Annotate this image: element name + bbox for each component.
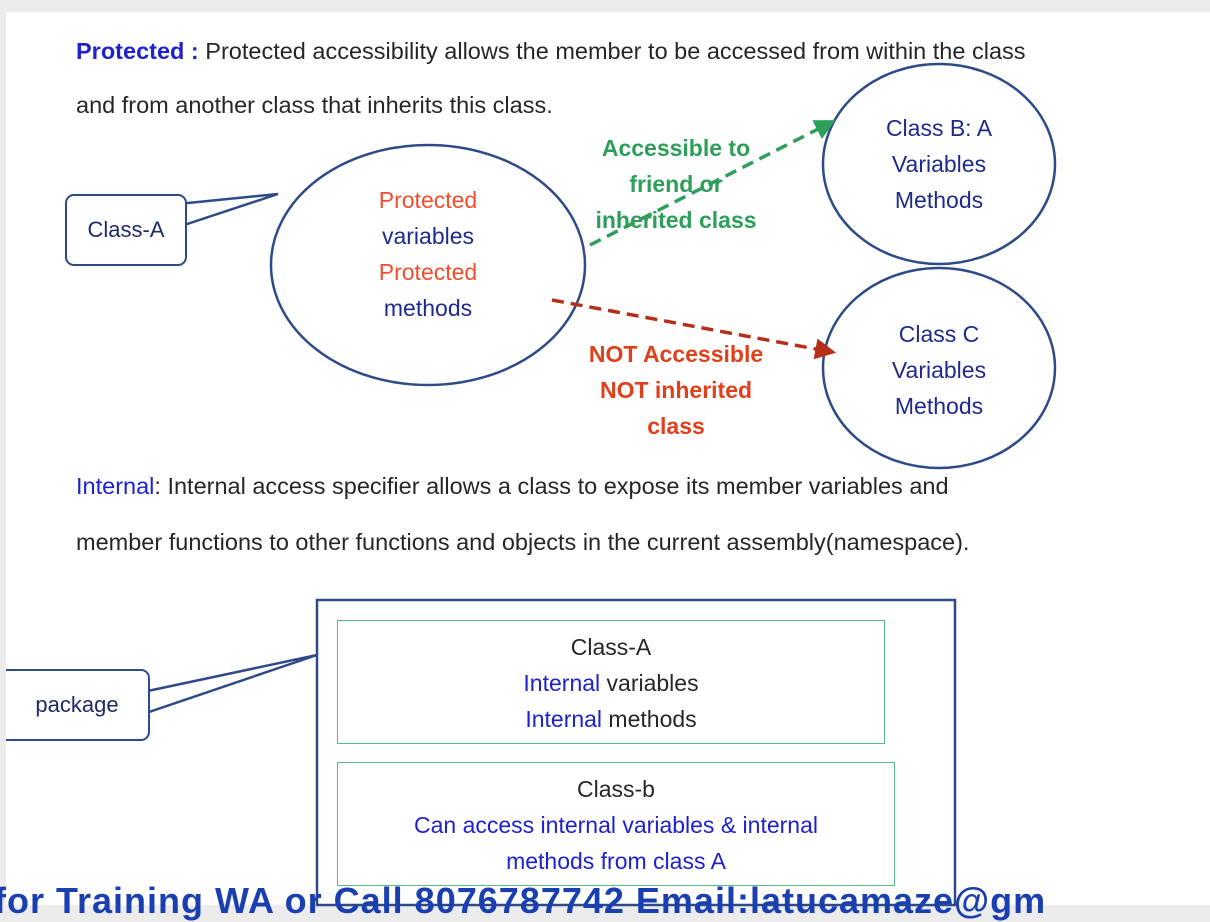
- internal-paragraph-line1: Internal: Internal access specifier allo…: [76, 473, 949, 499]
- class-a-callout-pointer: [176, 192, 279, 229]
- class-b-title: Class B: A: [885, 115, 993, 141]
- package-rectangle: [315, 598, 957, 907]
- internal-paragraph-line2: member functions to other functions and …: [76, 529, 970, 555]
- protected-members-ellipse: [269, 143, 587, 387]
- class-b-box-title: Class-b: [577, 776, 655, 802]
- methods-label: methods: [383, 295, 473, 321]
- class-b-box: Class-b Can access internal variables & …: [337, 762, 895, 886]
- not-accessible-arrow: [551, 298, 837, 360]
- variables-label: variables: [381, 223, 475, 249]
- protected-members-text: Protected variables Protected methods: [328, 182, 528, 326]
- class-c-circle: [821, 266, 1057, 470]
- accessible-label: Accessible to friend or inherited class: [576, 130, 776, 238]
- class-b-text: Class B: A Variables Methods: [849, 110, 1029, 218]
- internal-variables-keyword: Internal: [523, 670, 601, 696]
- internal-methods-rest: methods: [602, 706, 697, 732]
- diagram-canvas: [141, 62, 1057, 907]
- not-accessible-label-line1: NOT Accessible: [588, 341, 764, 367]
- class-c-title: Class C: [898, 321, 980, 347]
- protected-text-line1: Protected accessibility allows the membe…: [198, 38, 1026, 64]
- internal-variables-rest: variables: [600, 670, 699, 696]
- protected-methods-keyword: Protected: [378, 259, 478, 285]
- class-b-variables: Variables: [891, 151, 987, 177]
- class-a-box-title: Class-A: [570, 634, 652, 660]
- accessible-label-line2: friend or: [629, 171, 723, 197]
- package-callout-pointer: [141, 653, 318, 716]
- class-a-box-variables: Internal variables: [338, 665, 884, 701]
- protected-variables-keyword: Protected: [378, 187, 478, 213]
- class-a-box-methods: Internal methods: [338, 701, 884, 737]
- package-callout: package: [6, 669, 150, 741]
- class-b-methods: Methods: [894, 187, 984, 213]
- protected-paragraph-line1: Protected : Protected accessibility allo…: [76, 38, 1026, 64]
- class-a-callout: Class-A: [65, 194, 187, 266]
- class-b-box-line3: methods from class A: [506, 848, 726, 874]
- internal-methods-keyword: Internal: [525, 706, 603, 732]
- class-b-box-line2: Can access internal variables & internal: [414, 812, 818, 838]
- class-c-text: Class C Variables Methods: [849, 316, 1029, 424]
- footer-banner: for Training WA or Call 8076787742 Email…: [0, 880, 1046, 922]
- accessible-label-line3: inherited class: [595, 207, 757, 233]
- not-accessible-label: NOT Accessible NOT inherited class: [566, 336, 786, 444]
- accessible-label-line1: Accessible to: [601, 135, 751, 161]
- class-c-methods: Methods: [894, 393, 984, 419]
- internal-text-line1: : Internal access specifier allows a cla…: [154, 473, 949, 499]
- not-accessible-label-line2: NOT inherited: [599, 377, 753, 403]
- internal-keyword: Internal: [76, 473, 155, 499]
- class-a-callout-label: Class-A: [87, 217, 165, 242]
- slide: Protected : Protected accessibility allo…: [0, 12, 1210, 921]
- protected-paragraph-line2: and from another class that inherits thi…: [76, 92, 553, 118]
- not-accessible-label-line3: class: [647, 413, 705, 439]
- accessible-arrow: [589, 120, 836, 247]
- protected-keyword: Protected :: [76, 38, 199, 64]
- class-c-variables: Variables: [891, 357, 987, 383]
- class-a-box: Class-A Internal variables Internal meth…: [337, 620, 885, 744]
- package-callout-label: package: [35, 692, 119, 717]
- class-b-circle: [821, 62, 1057, 266]
- footer-text: for Training WA or Call 8076787742 Email…: [0, 880, 1047, 921]
